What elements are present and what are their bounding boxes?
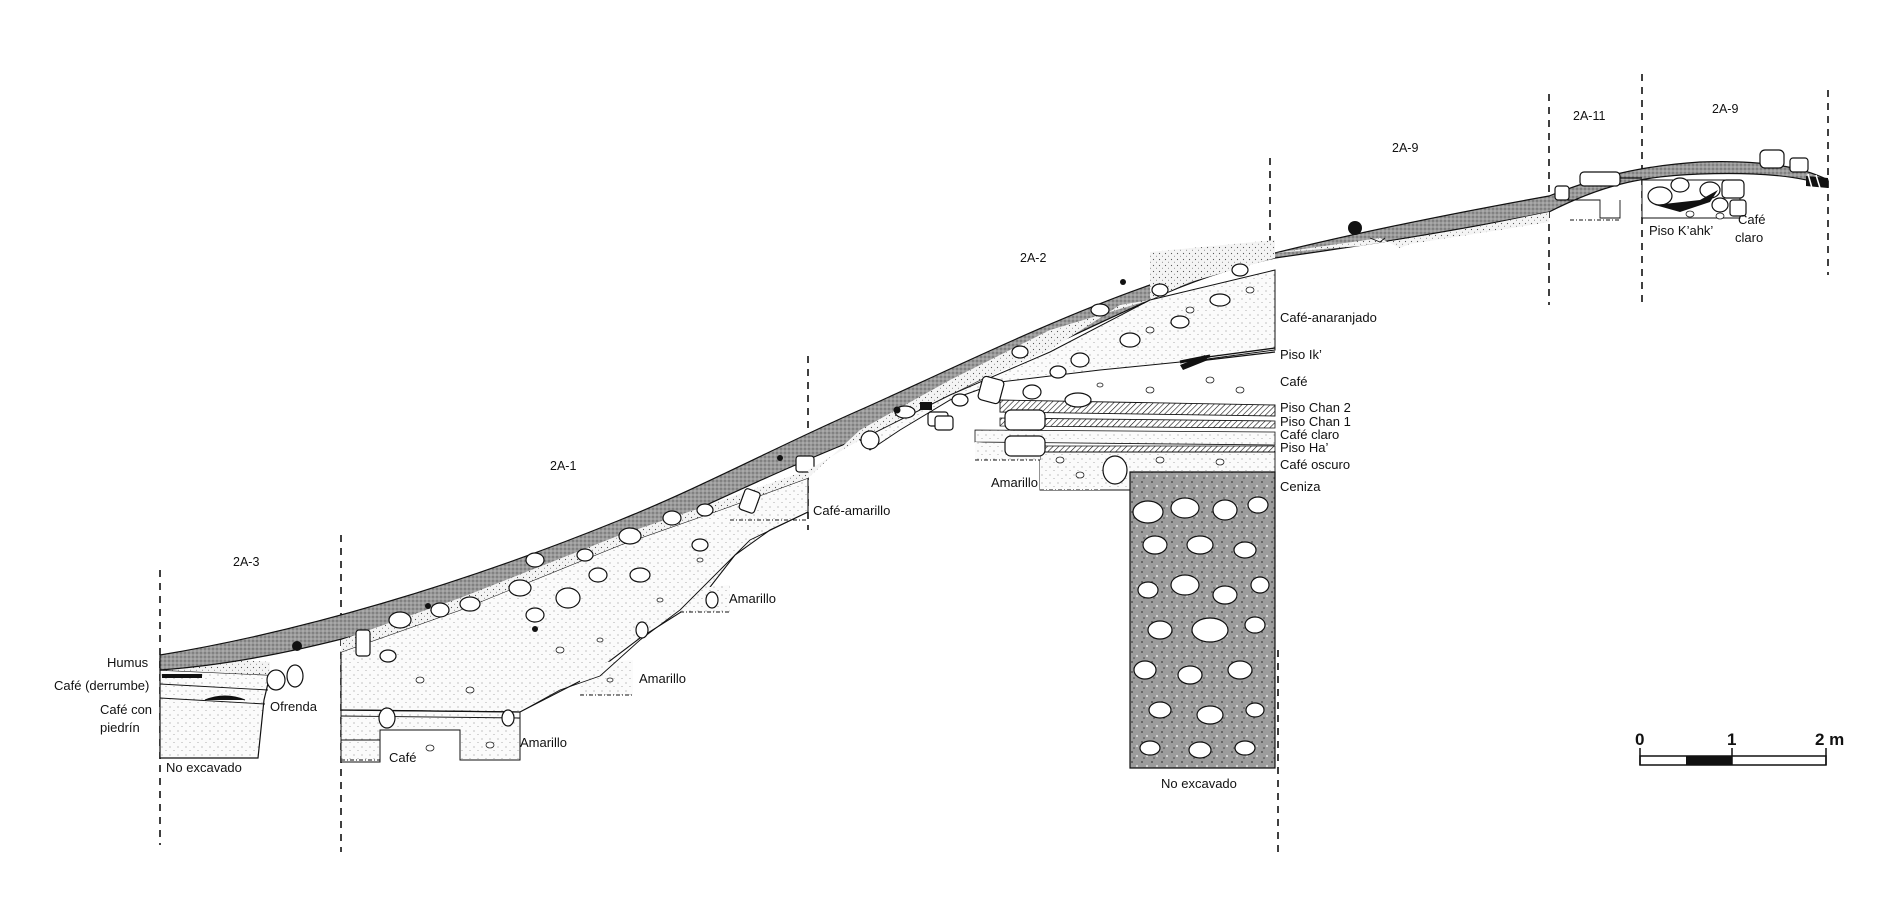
label-piso-chan-1: Piso Chan 1 — [1280, 414, 1351, 429]
unit-2a-1-profile — [292, 455, 815, 763]
label-no-excavado-left: No excavado — [166, 760, 242, 775]
label-ofrenda: Ofrenda — [270, 699, 318, 714]
scale-tick-0: 0 — [1635, 730, 1644, 749]
unit-label-2a-3: 2A-3 — [233, 555, 259, 569]
layer-labels-2a-1: Café-amarillo Amarillo Amarillo Amarillo… — [389, 503, 890, 765]
unit-2a-9-top-profile — [1275, 149, 1828, 253]
scale-tick-2: 2 m — [1815, 730, 1844, 749]
label-cafe-oscuro: Café oscuro — [1280, 457, 1350, 472]
layer-labels-2a-2: Café-anaranjado Piso Ik’ Café Piso Chan … — [991, 310, 1377, 791]
label-ceniza: Ceniza — [1280, 479, 1321, 494]
label-cafe-amarillo: Café-amarillo — [813, 503, 890, 518]
unit-label-2a-11: 2A-11 — [1573, 109, 1605, 123]
label-piso-kahk: Piso K’ahk’ — [1649, 223, 1713, 238]
label-no-excavado-2a-2: No excavado — [1161, 776, 1237, 791]
unit-2a-3-profile — [159, 655, 304, 759]
ceniza-column-stones — [1132, 496, 1270, 759]
unit-label-2a-9-left: 2A-9 — [1392, 141, 1418, 155]
label-piso-ik: Piso Ik’ — [1280, 347, 1322, 362]
label-cafe-con: Café con — [100, 702, 152, 717]
label-cafe-derrumbe: Café (derrumbe) — [54, 678, 149, 693]
label-piso-ha: Piso Ha’ — [1280, 440, 1329, 455]
label-amarillo-2: Amarillo — [639, 671, 686, 686]
label-piedrin: piedrín — [100, 720, 140, 735]
label-piso-chan-2: Piso Chan 2 — [1280, 400, 1351, 415]
unit-label-2a-1: 2A-1 — [550, 459, 576, 473]
humus-surface-band — [159, 161, 1829, 671]
label-amarillo-3: Amarillo — [520, 735, 567, 750]
label-cafe-2a-2: Café — [1280, 374, 1307, 389]
layer-labels-left: Humus Café (derrumbe) Café con piedrín N… — [54, 655, 318, 775]
label-amarillo-2a-2: Amarillo — [991, 475, 1038, 490]
label-cafe-top: Café — [1738, 212, 1765, 227]
unit-label-2a-9-right: 2A-9 — [1712, 102, 1738, 116]
label-humus: Humus — [107, 655, 149, 670]
unit-label-2a-2: 2A-2 — [1020, 251, 1046, 265]
label-cafe-anaranjado: Café-anaranjado — [1280, 310, 1377, 325]
scale-bar: 0 1 2 m — [1635, 730, 1844, 766]
layer-labels-top: Piso K’ahk’ Café claro — [1649, 212, 1765, 245]
label-claro-top: claro — [1735, 230, 1763, 245]
label-cafe-2a-1: Café — [389, 750, 416, 765]
label-amarillo-1: Amarillo — [729, 591, 776, 606]
unit-2a-2-profile — [808, 240, 1276, 769]
label-cafe-claro: Café claro — [1280, 427, 1339, 442]
unit-labels: 2A-3 2A-1 2A-2 2A-9 2A-11 2A-9 — [233, 102, 1738, 569]
scale-tick-1: 1 — [1727, 730, 1736, 749]
